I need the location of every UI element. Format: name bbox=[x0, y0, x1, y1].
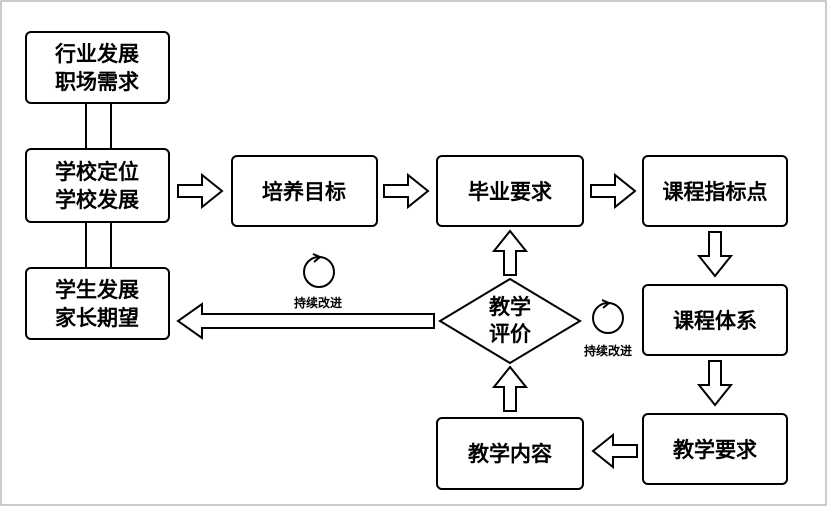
cycle-icon-right bbox=[592, 299, 624, 334]
node-teaching-content-label: 教学内容 bbox=[468, 442, 552, 466]
improve-label-left: 持续改进 bbox=[294, 295, 342, 310]
arrow-evaluation-to-student bbox=[176, 302, 435, 340]
node-teaching-req-label: 教学要求 bbox=[673, 438, 757, 462]
node-training-goal-label: 培养目标 bbox=[262, 180, 346, 204]
improve-label-right: 持续改进 bbox=[584, 343, 632, 358]
node-graduation-req-label: 毕业要求 bbox=[468, 180, 552, 204]
node-course-system: 课程体系 bbox=[642, 284, 788, 356]
node-teaching-evaluation: 教学 评价 bbox=[438, 277, 582, 365]
arrow-points-to-system bbox=[696, 231, 734, 278]
node-eval-line1: 教学 bbox=[489, 295, 531, 319]
node-course-system-label: 课程体系 bbox=[673, 309, 757, 333]
node-student-line2: 家长期望 bbox=[55, 306, 139, 330]
connector-industry-school bbox=[85, 102, 112, 150]
arrow-requirements-to-content bbox=[591, 432, 638, 470]
node-industry-demand: 行业发展 职场需求 bbox=[25, 31, 170, 104]
node-student-line1: 学生发展 bbox=[55, 278, 139, 302]
node-teaching-content: 教学内容 bbox=[436, 417, 584, 490]
node-course-indicator-points: 课程指标点 bbox=[642, 155, 788, 227]
node-industry-line2: 职场需求 bbox=[55, 70, 139, 94]
arrow-content-to-evaluation bbox=[491, 365, 529, 412]
node-school-line1: 学校定位 bbox=[55, 160, 139, 184]
node-eval-line2: 评价 bbox=[489, 322, 532, 346]
node-industry-line1: 行业发展 bbox=[54, 42, 139, 66]
node-school-positioning: 学校定位 学校发展 bbox=[25, 148, 170, 223]
node-student-development: 学生发展 家长期望 bbox=[25, 267, 170, 340]
node-training-goal: 培养目标 bbox=[231, 155, 378, 227]
arrow-goal-to-graduation bbox=[383, 172, 430, 210]
node-school-line2: 学校发展 bbox=[55, 188, 139, 212]
node-graduation-requirements: 毕业要求 bbox=[436, 155, 584, 227]
node-course-points-label: 课程指标点 bbox=[663, 180, 768, 204]
arrow-graduation-to-points bbox=[590, 172, 637, 210]
arrow-system-to-requirements bbox=[696, 360, 734, 407]
arrow-evaluation-to-graduation bbox=[491, 229, 529, 276]
cycle-icon-left bbox=[303, 253, 335, 288]
arrow-school-to-goal bbox=[177, 172, 224, 210]
node-teaching-requirements: 教学要求 bbox=[642, 413, 788, 485]
connector-school-student bbox=[85, 221, 112, 269]
